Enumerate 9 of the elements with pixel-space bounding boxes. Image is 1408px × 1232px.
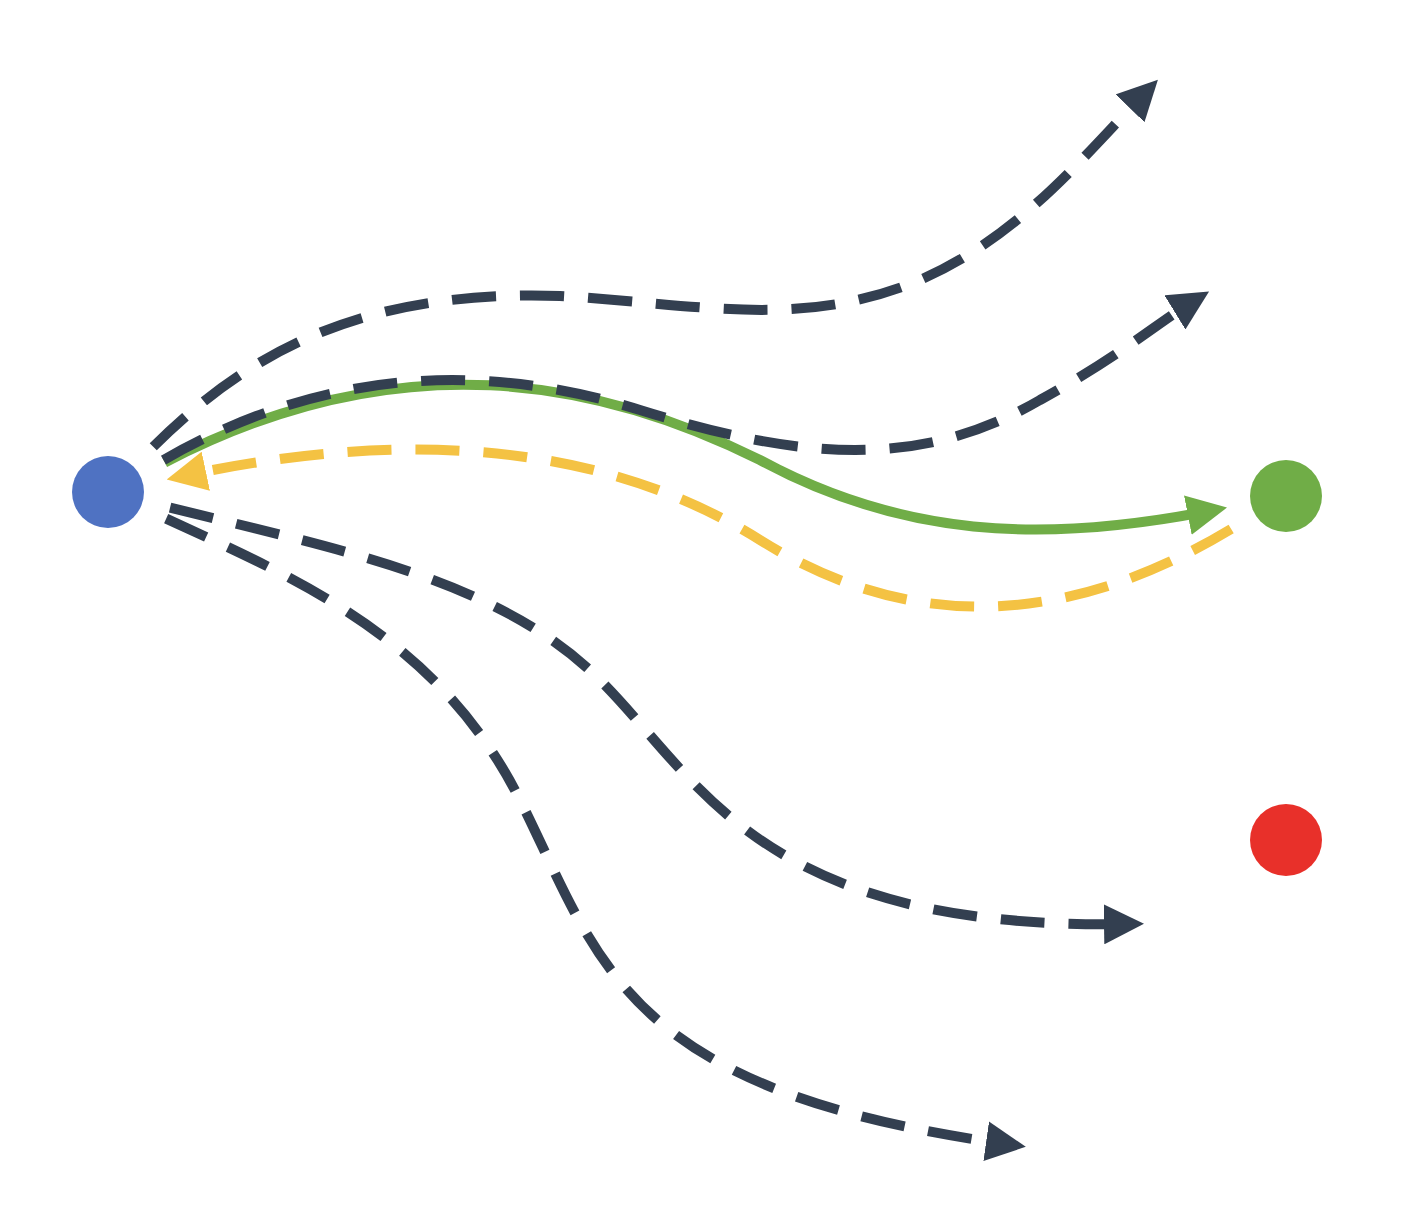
point-node (1250, 460, 1322, 532)
dashed-arrow (166, 444, 1234, 612)
dashed-arrow (168, 502, 1144, 944)
dashed-arrow (149, 79, 1158, 451)
arrow (162, 380, 1228, 535)
dashed-arrow (164, 514, 1026, 1161)
point-node (1250, 804, 1322, 876)
point-node (72, 456, 144, 528)
dashed-arrow (161, 291, 1209, 465)
